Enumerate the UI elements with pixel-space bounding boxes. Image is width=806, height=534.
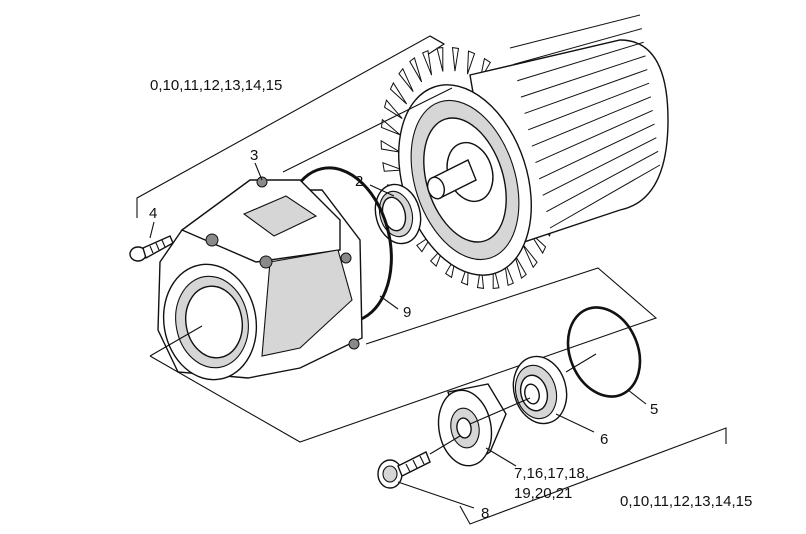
body-fin (549, 164, 661, 229)
cooling-fin (409, 56, 423, 83)
cooling-fin (380, 118, 401, 136)
upper-kit-bracket (136, 35, 446, 218)
body-fin (520, 55, 646, 98)
body-fin (542, 137, 657, 196)
body-fins (509, 14, 661, 229)
cooling-fin (383, 99, 403, 119)
body-fin (509, 14, 641, 49)
body-fin (535, 109, 653, 164)
cooling-fin (451, 47, 460, 72)
cooling-fin (380, 139, 401, 153)
cooling-fin (466, 50, 476, 75)
cooling-fin (513, 253, 527, 280)
body-fin (538, 123, 655, 180)
part-3-pump-housing (149, 162, 363, 381)
cooling-fin (382, 162, 403, 172)
cooling-fin (436, 46, 444, 72)
body-fin (524, 69, 648, 114)
body-fin (528, 82, 650, 131)
cooling-fin (389, 81, 408, 105)
label-part-5: 5 (650, 401, 658, 418)
body-fin (513, 28, 642, 65)
cooling-fin (476, 264, 485, 289)
lower-kit-bracket (459, 427, 727, 525)
label-set-bottom: 0,10,11,12,13,14,15 (620, 493, 752, 510)
cooling-fin (398, 67, 414, 92)
label-part-7-line2: 19,20,21 (514, 485, 572, 502)
label-part-7-line1: 7,16,17,18, (514, 465, 589, 482)
label-part-6: 6 (600, 431, 608, 448)
body-fin (546, 150, 659, 213)
label-set-top: 0,10,11,12,13,14,15 (150, 77, 282, 94)
label-part-2: 2 (355, 173, 363, 190)
label-part-8: 8 (481, 505, 489, 522)
cooling-fin (522, 244, 538, 269)
part-7-disc (437, 383, 531, 467)
part-8-bolt (377, 435, 475, 509)
label-part-9: 9 (403, 304, 411, 321)
label-part-4: 4 (149, 205, 157, 222)
middle-kit-bracket (149, 267, 658, 443)
cooling-fin (422, 49, 433, 76)
label-part-3: 3 (250, 147, 258, 164)
body-fin (517, 41, 644, 82)
part-4-screw (129, 221, 174, 262)
body-fin (531, 96, 652, 147)
motor-stator (282, 14, 669, 290)
part-5-o-ring (565, 306, 647, 405)
